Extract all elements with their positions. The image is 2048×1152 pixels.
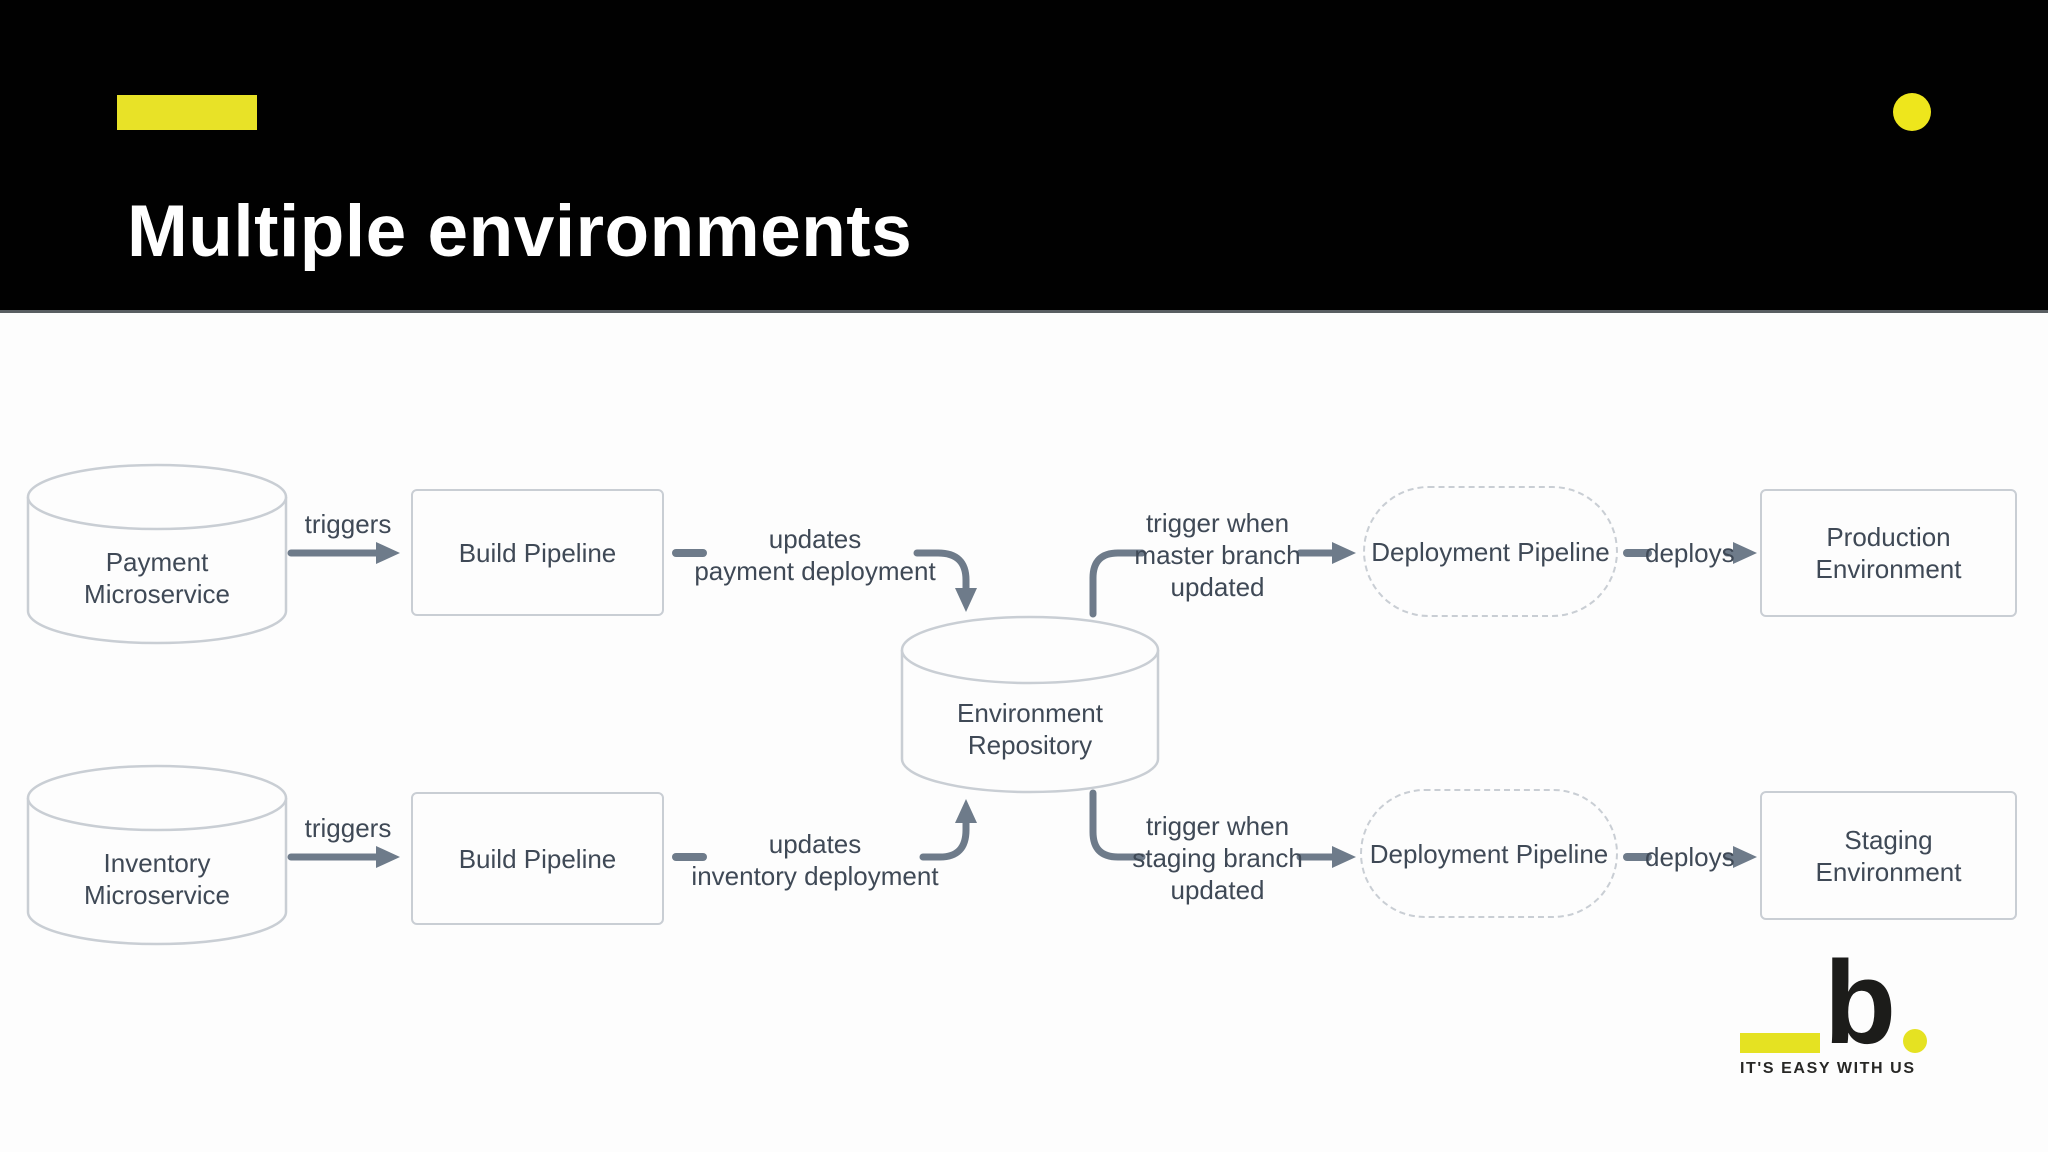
- node-label: Build Pipeline: [458, 843, 617, 874]
- arrow-deploys-top: [1623, 542, 1757, 564]
- accent-dot-shape: [1893, 93, 1931, 131]
- accent-bar-shape: [117, 95, 257, 130]
- label-deploys-top: deploys: [1645, 538, 1735, 568]
- page-title: Multiple environments: [127, 191, 913, 272]
- label-triggers-bottom: triggers: [304, 813, 392, 843]
- arrow-trigger-staging: [1089, 789, 1356, 868]
- label-triggers-top: triggers: [304, 509, 392, 539]
- arrow-deploys-bottom: [1623, 846, 1757, 868]
- database-cylinder-env-repo: [900, 615, 1160, 794]
- node-build-pipeline-top: Build Pipeline: [411, 489, 664, 616]
- label-payment-microservice: Payment Microservice: [84, 547, 230, 609]
- arrow-trigger-master: [1089, 542, 1356, 618]
- label-deploys-bottom: deploys: [1645, 842, 1735, 872]
- logo-underscore-bar: [1740, 1033, 1820, 1053]
- logo-tagline: IT'S EASY WITH US: [1740, 1060, 1916, 1077]
- arrow-updates-payment: [672, 549, 977, 612]
- node-label-line: Environment: [1815, 554, 1962, 584]
- node-label: Deployment Pipeline: [1371, 536, 1610, 567]
- node-label-line: Staging: [1844, 824, 1933, 855]
- node-label-line: Production: [1826, 522, 1951, 552]
- arrow-triggers-top: [287, 542, 400, 564]
- database-cylinder-payment: [26, 463, 288, 645]
- label-inventory-microservice: Inventory Microservice: [84, 848, 230, 910]
- label-updates-inventory: updates inventory deployment: [691, 829, 939, 891]
- label-trigger-master: trigger when master branch updated: [1134, 508, 1301, 602]
- node-staging-environment: Staging Environment: [1760, 791, 2017, 920]
- node-deployment-pipeline-bottom: Deployment Pipeline: [1360, 789, 1618, 918]
- database-cylinder-inventory: [26, 764, 288, 946]
- label-updates-payment: updates payment deployment: [694, 524, 936, 586]
- label-environment-repository: Environment Repository: [957, 698, 1103, 760]
- node-production-environment: Production Environment: [1760, 489, 2017, 617]
- arrow-triggers-bottom: [287, 846, 400, 868]
- node-build-pipeline-bottom: Build Pipeline: [411, 792, 664, 925]
- label-trigger-staging: trigger when staging branch updated: [1132, 811, 1303, 905]
- arrow-updates-inventory: [672, 799, 977, 861]
- slide-header: Multiple environments: [0, 0, 2048, 313]
- node-label-line: Environment: [1815, 856, 1962, 887]
- logo-letter-b: b: [1824, 937, 1897, 1069]
- node-label: Build Pipeline: [458, 537, 617, 568]
- logo-dot: [1903, 1029, 1927, 1053]
- node-deployment-pipeline-top: Deployment Pipeline: [1363, 486, 1618, 617]
- node-label: Deployment Pipeline: [1369, 838, 1609, 869]
